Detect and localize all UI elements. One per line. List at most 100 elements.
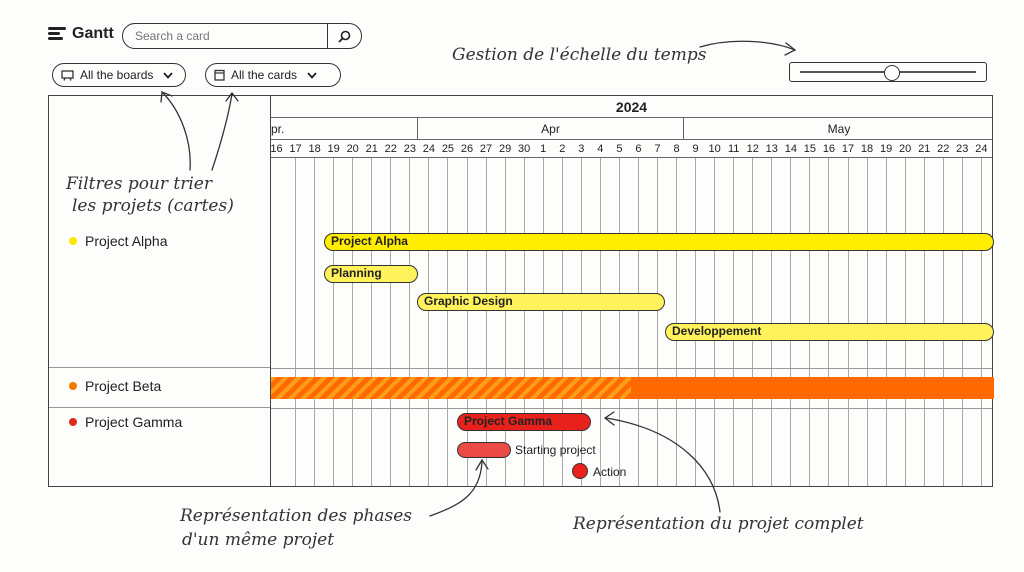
annotation-full-project: Représentation du projet complet	[573, 514, 864, 534]
chevron-down-icon	[307, 71, 317, 79]
day-label: 1	[540, 143, 547, 155]
day-label: 9	[692, 143, 699, 155]
day-label: 24	[422, 143, 436, 155]
day-gridline	[371, 158, 373, 486]
project-item-beta[interactable]: Project Beta	[69, 378, 161, 394]
day-gridline	[790, 158, 792, 486]
day-gridline	[923, 158, 925, 486]
day-label: 3	[578, 143, 585, 155]
day-gridline	[352, 158, 354, 486]
day-gridline	[428, 158, 430, 486]
gantt-logo-icon	[48, 27, 66, 41]
day-gridline	[409, 158, 411, 486]
project-row-alpha	[49, 96, 270, 368]
project-color-dot	[69, 418, 77, 426]
day-gridline	[961, 158, 963, 486]
day-gridline	[580, 158, 582, 486]
day-gridline	[809, 158, 811, 486]
boards-filter-dropdown[interactable]: All the boards	[52, 63, 186, 87]
gantt-bar-developpement[interactable]: Developpement	[665, 323, 994, 341]
day-gridline	[847, 158, 849, 486]
gantt-bar-project-beta[interactable]	[271, 377, 994, 399]
day-label: 17	[289, 143, 302, 155]
boards-filter-label: All the boards	[80, 68, 154, 82]
day-label: 27	[479, 143, 493, 155]
day-label: 22	[384, 143, 397, 155]
project-item-gamma[interactable]: Project Gamma	[69, 414, 182, 430]
day-label: 10	[708, 143, 721, 155]
day-label: 14	[784, 143, 797, 155]
day-gridline	[752, 158, 754, 486]
month-label: May	[683, 118, 994, 140]
bar-label-starting-project: Starting project	[515, 443, 596, 457]
cards-filter-dropdown[interactable]: All the cards	[205, 63, 341, 87]
day-label: 30	[518, 143, 531, 155]
day-label: 23	[403, 143, 416, 155]
day-gridline	[714, 158, 716, 486]
day-label: 6	[635, 143, 642, 155]
day-label: 23	[956, 143, 969, 155]
gantt-bar-project-alpha[interactable]: Project Alpha	[324, 233, 994, 251]
gantt-bar-graphic-design[interactable]: Graphic Design	[417, 293, 665, 311]
gantt-bar-planning[interactable]: Planning	[324, 265, 418, 283]
day-label: 16	[822, 143, 836, 155]
day-label: 13	[765, 143, 778, 155]
day-label: 22	[937, 143, 950, 155]
day-gridline	[904, 158, 906, 486]
day-gridline	[885, 158, 887, 486]
day-gridline	[942, 158, 944, 486]
row-divider	[271, 368, 992, 369]
project-row-beta	[49, 368, 270, 408]
day-label: 7	[654, 143, 661, 155]
day-gridline	[866, 158, 868, 486]
day-label: 25	[441, 143, 455, 155]
day-label: 17	[841, 143, 855, 155]
search-box	[122, 23, 362, 49]
day-gridline	[618, 158, 620, 486]
month-label: Apr	[417, 118, 683, 140]
project-color-dot	[69, 382, 77, 390]
annotation-phases-line1: Représentation des phases	[180, 506, 413, 526]
app-title: Gantt	[72, 25, 114, 42]
arrow-head	[784, 42, 797, 56]
app-logo: Gantt	[48, 25, 114, 43]
day-label: 20	[899, 143, 912, 155]
day-gridline	[637, 158, 639, 486]
day-gridline	[980, 158, 982, 486]
gantt-chart: Project Alpha Project Beta Project Gamma…	[48, 95, 994, 487]
milestone-action[interactable]	[572, 463, 588, 479]
search-input[interactable]	[123, 29, 327, 43]
day-label: 19	[327, 143, 340, 155]
chevron-down-icon	[163, 71, 174, 79]
day-label: 2	[559, 143, 566, 155]
day-gridline	[504, 158, 506, 486]
bar-label-action: Action	[593, 465, 627, 479]
slider-thumb[interactable]	[884, 65, 900, 81]
day-label: 12	[746, 143, 759, 155]
card-icon	[214, 69, 225, 81]
annotation-filters-line2: les projets (cartes)	[72, 196, 234, 216]
project-color-dot	[69, 237, 77, 245]
day-gridline	[695, 158, 697, 486]
search-button[interactable]	[327, 24, 361, 48]
day-gridline	[333, 158, 335, 486]
day-gridline	[561, 158, 563, 486]
day-label: 21	[918, 143, 931, 155]
timescale-slider[interactable]	[789, 62, 987, 82]
day-label: 16	[270, 143, 283, 155]
annotation-filters-line1: Filtres pour trier	[66, 174, 212, 194]
day-label: 19	[879, 143, 893, 155]
day-gridline	[599, 158, 601, 486]
gantt-bar-project-gamma[interactable]: Project Gamma	[457, 413, 591, 431]
board-icon	[61, 69, 74, 81]
project-item-alpha[interactable]: Project Alpha	[69, 233, 168, 249]
day-label: 26	[460, 143, 474, 155]
project-name: Project Beta	[85, 378, 162, 394]
gantt-bar-starting-project[interactable]	[457, 442, 511, 458]
day-label: 29	[498, 143, 512, 155]
bar-hatch	[271, 377, 631, 399]
day-label: 11	[727, 143, 740, 155]
annotation-timescale: Gestion de l'échelle du temps	[452, 45, 707, 65]
